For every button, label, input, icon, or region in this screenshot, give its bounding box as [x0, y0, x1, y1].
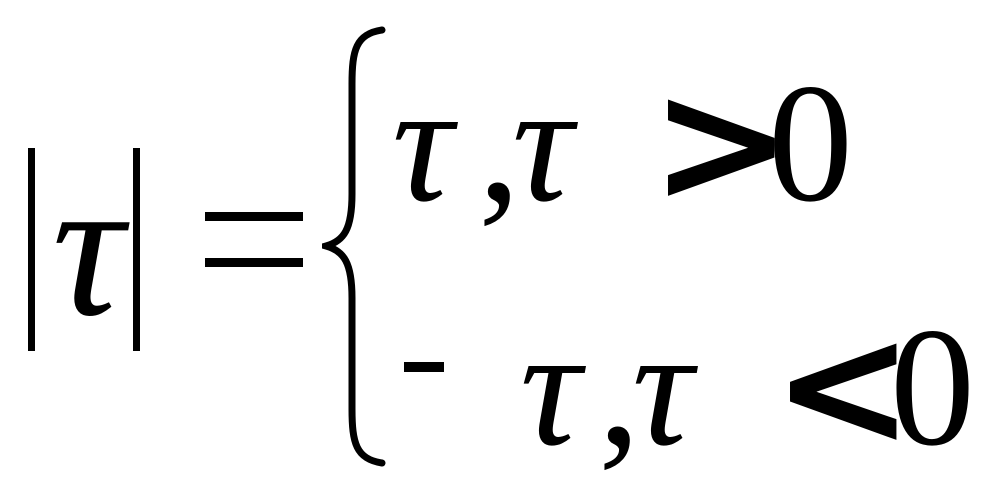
case1-relation: >: [650, 44, 793, 242]
abs-bar-right: [133, 148, 140, 351]
case2-condition-var: τ: [632, 293, 693, 481]
case1-comma: ,: [478, 49, 521, 237]
left-brace: [322, 26, 386, 467]
lhs-tau: τ: [52, 137, 124, 358]
case2-relation: <: [772, 288, 915, 486]
case1-bound: 0: [768, 49, 853, 237]
case2-sign: [404, 362, 444, 372]
case2-value: τ: [520, 293, 581, 481]
abs-bar-left: [28, 148, 35, 351]
case2-bound: 0: [890, 293, 975, 481]
case1-value: τ: [392, 49, 453, 237]
case2-comma: ,: [598, 293, 641, 481]
case1-condition-var: τ: [512, 49, 573, 237]
